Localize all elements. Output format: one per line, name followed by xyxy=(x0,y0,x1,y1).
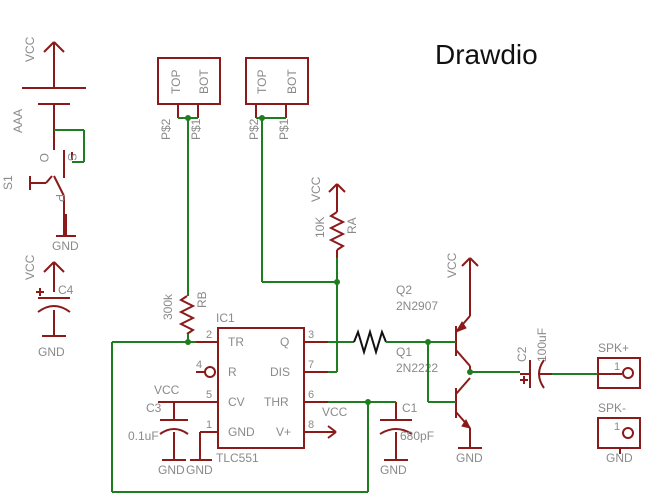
pin-tr: TR xyxy=(228,335,244,349)
q2-part: 2N2907 xyxy=(396,299,438,313)
pin-r: R xyxy=(228,365,237,379)
gnd-label-c3: GND xyxy=(158,463,185,477)
pin-num-2: 2 xyxy=(206,329,212,341)
transistor-q2: VCC Q2 2N2907 xyxy=(396,252,479,372)
pin-num-5: 5 xyxy=(206,389,212,401)
pin-thr: THR xyxy=(264,395,289,409)
s1-label: S1 xyxy=(1,175,15,190)
gnd-label-spk: GND xyxy=(606,451,633,465)
c4-label: C4 xyxy=(58,283,74,297)
c1-label: C1 xyxy=(402,401,418,415)
c2-label: C2 xyxy=(515,346,529,362)
pin-num-1: 1 xyxy=(206,419,212,431)
r-10k-label: 10K xyxy=(313,217,327,238)
c3-value: 0.1uF xyxy=(128,429,159,443)
switch-p-label: P xyxy=(53,194,67,202)
vcc-label-battery: VCC xyxy=(23,36,37,62)
pin-num-6: 6 xyxy=(308,389,314,401)
pin-cv: CV xyxy=(228,395,245,409)
spk-minus-pin: 1 xyxy=(614,421,620,433)
gnd-label-c1: GND xyxy=(380,463,407,477)
pad-right-top: TOP xyxy=(255,70,269,94)
ic1-tlc551: IC1 TLC551 TR Q R DIS CV THR GND V+ 2 4 … xyxy=(196,311,328,465)
pin-vplus: V+ xyxy=(276,425,291,439)
vcc-pin8: VCC xyxy=(322,405,348,439)
capacitor-c4: VCC C4 GND xyxy=(23,254,74,359)
pad-left-ps2: P$2 xyxy=(159,118,173,140)
capacitor-c2: C2 100uF xyxy=(515,328,552,389)
pin-num-8: 8 xyxy=(308,419,314,431)
wires xyxy=(111,118,598,493)
pad-left-bot: BOT xyxy=(197,69,211,94)
q2-label: Q2 xyxy=(396,283,412,297)
battery-group: VCC AAA xyxy=(11,36,86,133)
ic1-label: IC1 xyxy=(216,311,235,325)
pad-right-ps2: P$2 xyxy=(247,118,261,140)
spk-minus-label: SPK- xyxy=(598,401,626,415)
pin-num-7: 7 xyxy=(308,359,314,371)
q1-label: Q1 xyxy=(396,345,412,359)
q1-part: 2N2222 xyxy=(396,361,438,375)
resistor-ra: VCC 10K RA xyxy=(309,176,359,258)
pin-gnd: GND xyxy=(228,425,255,439)
vcc-label-pin8: VCC xyxy=(322,405,348,419)
capacitor-c3: VCC C3 0.1uF GND xyxy=(128,383,196,477)
ra-label: RA xyxy=(345,217,359,234)
speaker-positive: SPK+ 1 xyxy=(588,341,641,389)
switch-s1: O S P S1 GND xyxy=(1,129,85,253)
vcc-label-c4: VCC xyxy=(23,254,37,280)
c1-value: 680pF xyxy=(400,429,434,443)
pad-right-ps1: P$1 xyxy=(277,118,291,140)
spk-plus-pin: 1 xyxy=(614,361,620,373)
pad-right: TOP BOT P$2 P$1 xyxy=(245,57,309,140)
gnd-label-c4: GND xyxy=(38,345,65,359)
gnd-label-q1: GND xyxy=(456,451,483,465)
gnd-label-ic: GND xyxy=(186,463,213,477)
c3-label: C3 xyxy=(146,401,162,415)
capacitor-c1: C1 680pF GND xyxy=(379,401,434,477)
rb-label: RB xyxy=(195,291,209,308)
speaker-negative: SPK- 1 GND xyxy=(597,401,641,465)
vcc-label-q2: VCC xyxy=(445,252,459,278)
pin-num-3: 3 xyxy=(308,329,314,341)
pad-left: TOP BOT P$2 P$1 xyxy=(157,57,221,140)
switch-s-label: S xyxy=(65,153,79,161)
switch-o-label: O xyxy=(37,153,51,162)
vcc-label-ra: VCC xyxy=(309,176,323,202)
r-300k-label: 300k xyxy=(161,293,175,320)
pin-dis: DIS xyxy=(270,365,290,379)
pad-left-ps1: P$1 xyxy=(189,118,203,140)
pad-left-top: TOP xyxy=(169,70,183,94)
pin-num-4: 4 xyxy=(196,359,202,371)
gnd-label-switch: GND xyxy=(52,239,79,253)
ic-gnd-pin: GND xyxy=(186,431,213,477)
tlc551-label: TLC551 xyxy=(216,451,259,465)
resistor-rb: 300k RB xyxy=(161,291,209,335)
pad-right-bot: BOT xyxy=(285,69,299,94)
page-title: Drawdio xyxy=(435,39,538,70)
pin-q: Q xyxy=(280,335,289,349)
c2-value: 100uF xyxy=(535,328,549,362)
aaa-label: AAA xyxy=(11,109,25,133)
spk-plus-label: SPK+ xyxy=(598,341,629,355)
vcc-label-c3: VCC xyxy=(154,383,180,397)
